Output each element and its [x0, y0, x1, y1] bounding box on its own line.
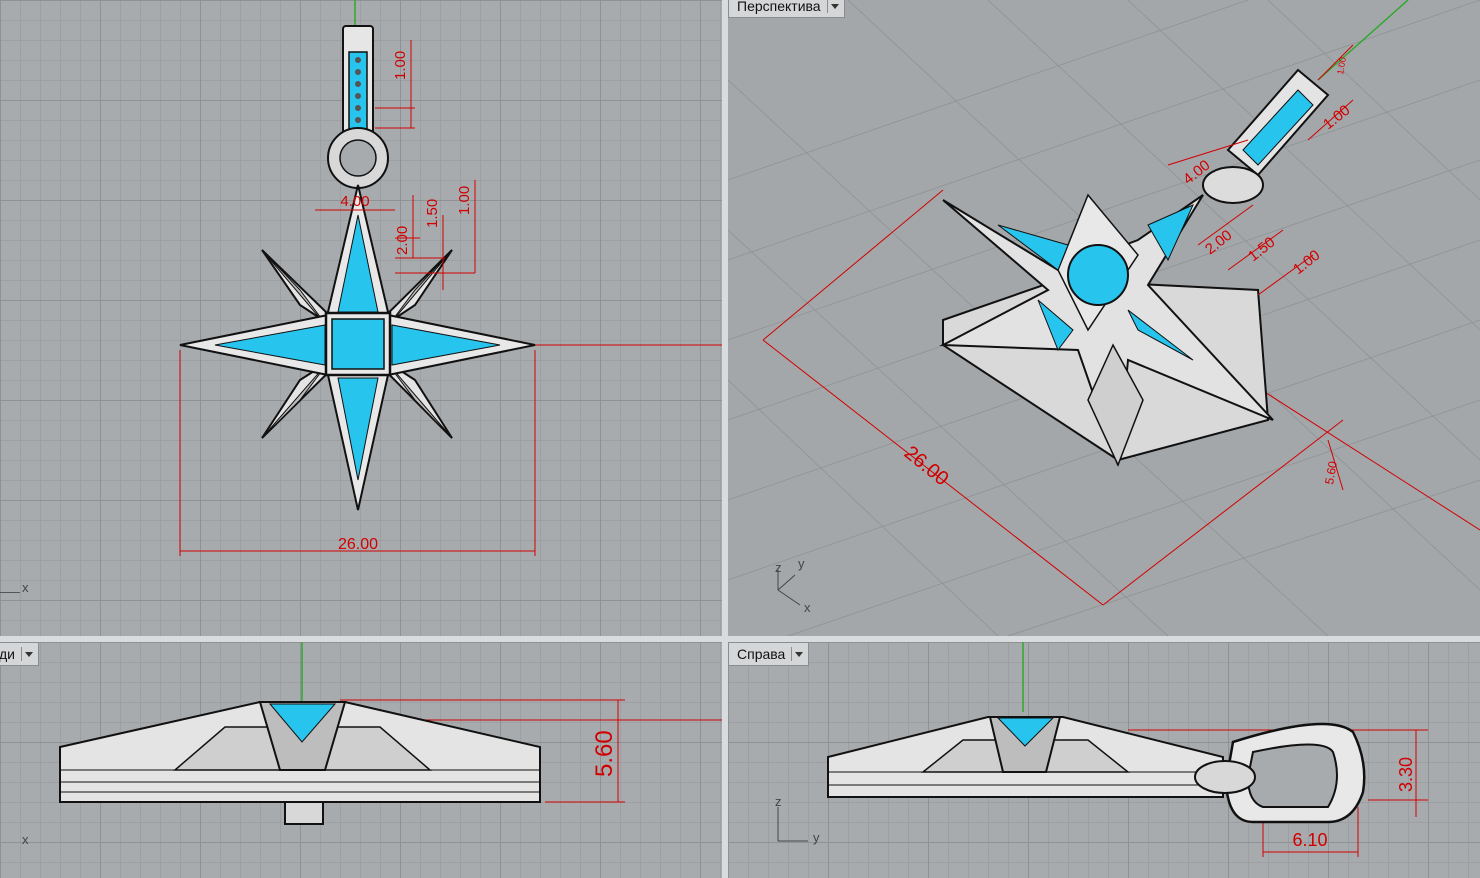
viewport-label-front[interactable]: ди: [0, 642, 39, 666]
axis-x-line: [0, 592, 20, 593]
chevron-down-icon[interactable]: [826, 0, 842, 13]
right-dim-bail-h-label: 3.30: [1396, 757, 1416, 792]
top-dimensions: [179, 40, 536, 556]
perspective-grid: [728, 0, 1480, 636]
front-star-body: [59, 701, 541, 825]
persp-dim-a-label: 2.00: [1202, 227, 1235, 258]
right-dim-bail-w-label: 6.10: [1292, 830, 1327, 850]
axis-z-label: z: [775, 794, 782, 809]
front-view-drawing: 5.60: [59, 642, 722, 825]
viewport-label-text: Справа: [737, 646, 786, 662]
bail-top: [327, 25, 389, 189]
perspective-view-drawing: 26.00 4.00 2.00 1.50 1.00 1.00 5.60 1.00: [728, 0, 1480, 636]
perspective-bail: [1202, 68, 1330, 204]
persp-dim-bail-top-label: 1.00: [1335, 56, 1348, 75]
axis-x-label: x: [22, 832, 29, 847]
viewport-label-text: ди: [0, 646, 15, 662]
axis-x-label: x: [22, 580, 29, 595]
dim-a-label: 2.00: [394, 226, 411, 255]
perspective-dimensions: [762, 44, 1354, 606]
persp-dim-c-label: 1.00: [1290, 247, 1323, 278]
dim-c-label: 1.00: [456, 186, 473, 215]
persp-dim-b-label: 1.50: [1245, 234, 1278, 265]
dim-center-label: 4.00: [340, 193, 369, 210]
persp-dim-height-label: 5.60: [1322, 460, 1340, 486]
viewport-right[interactable]: 3.30 6.10 Справа z y: [728, 642, 1480, 878]
chevron-down-icon[interactable]: [21, 647, 36, 661]
axis-z-label: z: [775, 560, 782, 575]
dim-bail-label: 1.00: [392, 51, 409, 80]
right-view-drawing: 3.30 6.10: [827, 642, 1428, 857]
axis-y-label: y: [798, 556, 805, 571]
persp-dim-bail-label: 1.00: [1320, 102, 1353, 133]
right-star-body: [827, 716, 1224, 798]
dim-width-label: 26.00: [338, 536, 378, 553]
viewport-label-right[interactable]: Справа: [728, 642, 810, 666]
axis-tripod-icon: [777, 570, 801, 606]
viewport-top[interactable]: 26.00 4.00 2.00 1.50 1.00 1.00 x: [0, 0, 722, 636]
dim-b-label: 1.50: [424, 199, 441, 228]
perspective-star: [939, 193, 1274, 467]
persp-dim-width-label: 26.00: [900, 442, 953, 491]
axis-tripod-icon: [777, 807, 808, 842]
star-main-arms: [179, 184, 536, 511]
chevron-down-icon[interactable]: [791, 647, 806, 661]
viewport-label-perspective[interactable]: Перспектива: [728, 0, 845, 18]
front-dim-height-label: 5.60: [591, 730, 618, 777]
viewport-perspective[interactable]: 26.00 4.00 2.00 1.50 1.00 1.00 5.60 1.00…: [728, 0, 1480, 636]
axis-y-label: y: [813, 830, 820, 845]
viewport-label-text: Перспектива: [737, 0, 821, 14]
axis-x-label: x: [804, 600, 811, 615]
right-bail-ring: [1194, 722, 1366, 824]
top-view-drawing: 26.00 4.00 2.00 1.50 1.00 1.00: [179, 0, 722, 556]
viewport-front[interactable]: 5.60 ди x: [0, 642, 722, 878]
